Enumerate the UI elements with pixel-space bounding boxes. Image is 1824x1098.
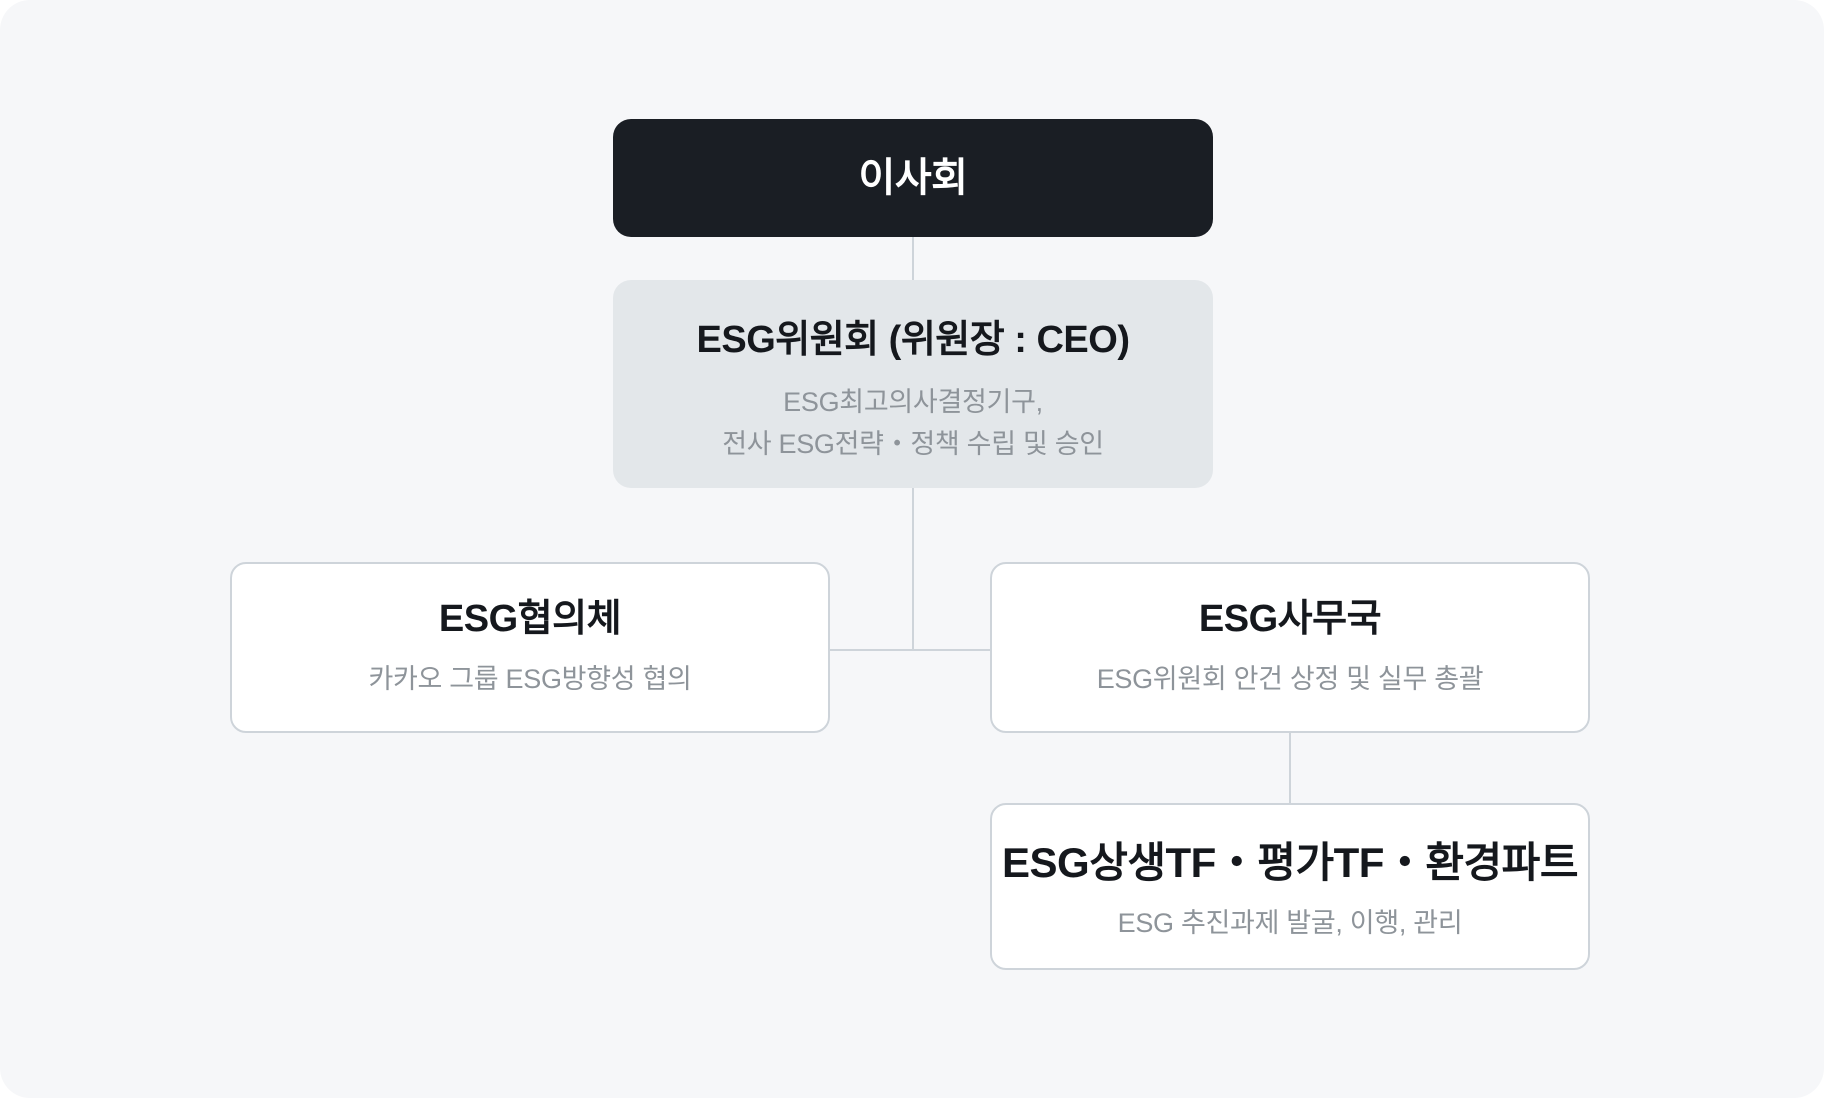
node-subtitle: ESG위원회 안건 상정 및 실무 총괄 xyxy=(1096,664,1484,694)
org-node-esg-council: ESG협의체 카카오 그룹 ESG방향성 협의 xyxy=(230,562,830,733)
connector-board-to-committee xyxy=(912,237,914,280)
node-subtitle-line: ESG최고의사결정기구, xyxy=(783,387,1043,417)
node-subtitle: ESG 추진과제 발굴, 이행, 관리 xyxy=(1117,907,1463,938)
connector-council-office-horizontal xyxy=(830,649,990,651)
connector-committee-down xyxy=(912,488,914,651)
node-title: ESG위원회 (위원장 : CEO) xyxy=(696,319,1131,361)
node-subtitle-line: 전사 ESG전략・정책 수립 및 승인 xyxy=(722,429,1104,459)
org-node-esg-tf: ESG상생TF・평가TF・환경파트 ESG 추진과제 발굴, 이행, 관리 xyxy=(990,803,1590,970)
node-title: ESG상생TF・평가TF・환경파트 xyxy=(1002,838,1578,886)
org-node-board: 이사회 xyxy=(613,119,1213,237)
node-subtitle: ESG최고의사결정기구, 전사 ESG전략・정책 수립 및 승인 xyxy=(722,381,1104,465)
node-title: ESG사무국 xyxy=(1198,598,1382,640)
node-subtitle: 카카오 그룹 ESG방향성 협의 xyxy=(368,664,692,694)
org-node-esg-office: ESG사무국 ESG위원회 안건 상정 및 실무 총괄 xyxy=(990,562,1590,733)
connector-office-to-tf xyxy=(1289,733,1291,803)
node-title: ESG협의체 xyxy=(438,598,622,640)
org-node-esg-committee: ESG위원회 (위원장 : CEO) ESG최고의사결정기구, 전사 ESG전략… xyxy=(613,280,1213,488)
node-title: 이사회 xyxy=(858,155,968,200)
